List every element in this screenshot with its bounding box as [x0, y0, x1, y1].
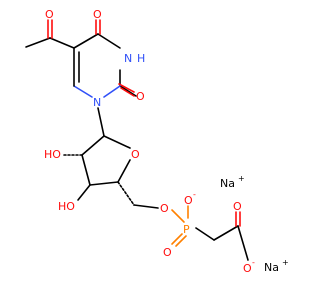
bonds [25, 19, 249, 261]
atom-n1: N [93, 96, 101, 109]
atom-o-carboxylate: O [243, 262, 252, 275]
chemical-structure: O O N H O N HO O HO O O - P O O O - Na +… [25, 8, 289, 275]
bond-ch2-c [213, 225, 239, 241]
bond-c3-oh [77, 184, 91, 201]
atom-labels: O O N H O N HO O HO O O - P O O O - Na +… [44, 8, 289, 275]
bond-c1-c2 [81, 135, 105, 156]
bond-c2-o-base [119, 85, 137, 97]
bond-c5prime-o [133, 204, 159, 209]
bond-methyl [25, 37, 51, 48]
bond-c4-o [117, 159, 131, 183]
atom-o-p-double: O [163, 246, 172, 259]
atom-n3: N [124, 52, 132, 65]
bond-o-p [171, 209, 185, 223]
bond-acetyl-c5 [49, 37, 75, 49]
bond-c4-n3 [97, 33, 121, 49]
atom-o-ester: O [160, 202, 169, 215]
atom-na-2: Na [264, 261, 279, 274]
bond-c1-o [103, 135, 131, 149]
atom-ho-upper: HO [44, 148, 61, 161]
atom-ho-lower: HO [58, 200, 75, 213]
bond-c5-c4 [73, 33, 99, 49]
bond-n1-c6 [73, 85, 93, 98]
atom-na-1: Na [220, 177, 235, 190]
atom-o-carbonyl: O [233, 200, 242, 213]
bond-c4-c5prime [117, 181, 135, 206]
charge-na-2: + [282, 258, 289, 267]
charge-o-minus: - [193, 190, 196, 199]
bond-p-ch2 [195, 227, 215, 241]
charge-o-carboxylate: - [252, 258, 255, 267]
atom-o-c2: O [136, 90, 145, 103]
bond-c2-c3 [81, 154, 91, 186]
charge-na-1: + [238, 174, 245, 183]
atom-n3-h: H [137, 52, 145, 65]
atom-o-minus: O [184, 194, 193, 207]
bond-c3-c4 [89, 181, 119, 186]
bond-c2-o [120, 87, 135, 97]
bond-c-ominus [237, 225, 249, 261]
bond-p-o-double-a [171, 233, 183, 245]
bond-c2-o-2 [118, 83, 135, 93]
atom-o-ring: O [131, 148, 140, 161]
bond-p-o-double-b [175, 235, 187, 247]
atom-o-c4: O [93, 8, 102, 21]
bond-c2-n1 [103, 85, 121, 98]
bond-n1-c1prime [97, 107, 105, 137]
atom-o-acetyl: O [45, 8, 54, 21]
atom-p: P [183, 223, 190, 236]
